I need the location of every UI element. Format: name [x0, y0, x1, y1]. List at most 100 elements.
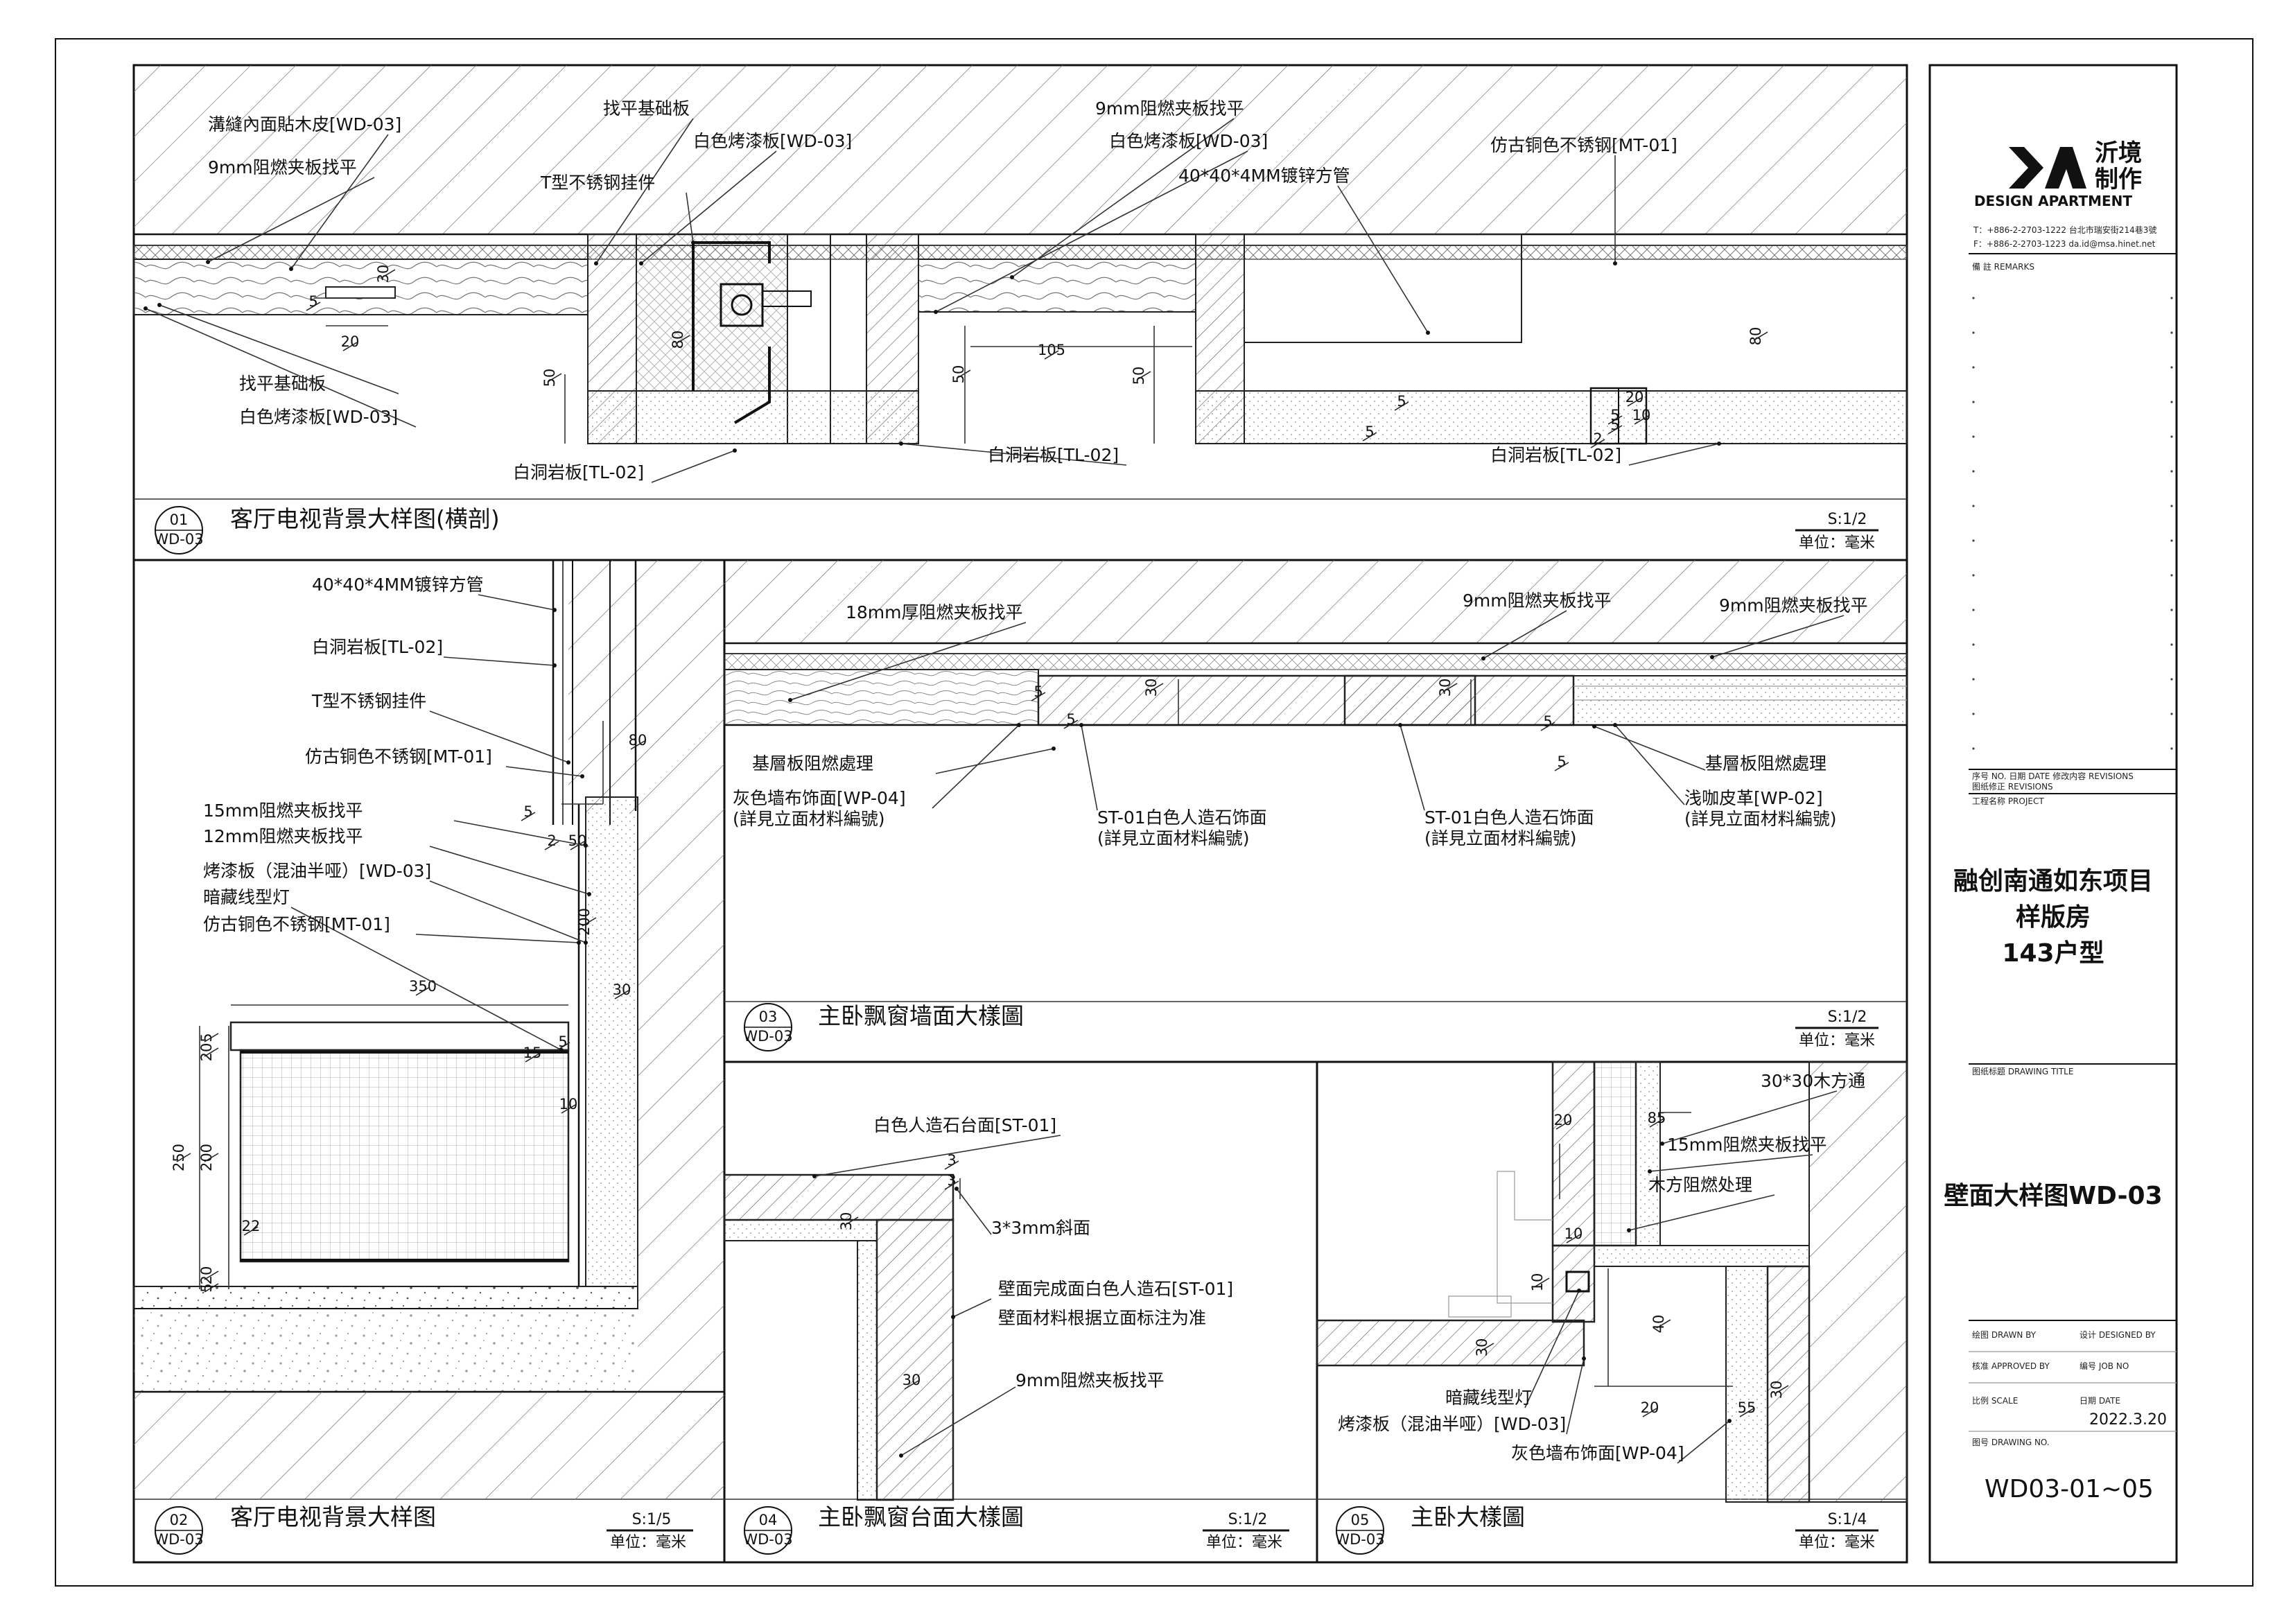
leader-line — [1711, 615, 1845, 658]
dimension-tick — [342, 342, 358, 351]
view-3-label: 浅咖皮革[WP-02] — [1684, 788, 1823, 808]
dimension-tick — [243, 1226, 259, 1236]
leader-dot — [594, 261, 598, 265]
dimension-value: 5 — [1610, 417, 1619, 433]
view-2-label: 烤漆板（混油半哑）[WD-03] — [203, 861, 431, 881]
dimension-tick — [204, 1153, 219, 1162]
leader-dot — [1017, 723, 1021, 727]
drawing-linework — [55, 38, 2253, 1587]
view-1-label: 9mm阻燃夹板找平 — [1095, 98, 1244, 119]
view-02-scale: S:1/5 — [632, 1511, 672, 1528]
view-2-label: 暗藏线型灯 — [203, 887, 290, 907]
dimension-value: 50 — [568, 832, 587, 849]
dimension-tick — [1753, 331, 1768, 341]
leader-dot — [587, 892, 591, 896]
remark-dot — [2170, 401, 2173, 403]
remark-dot — [1972, 401, 1975, 403]
drawn-by-label: 绘图 DRAWN BY — [1972, 1329, 2037, 1340]
view-3-label: (詳見立面材料編號) — [1424, 828, 1577, 848]
leader-line — [290, 134, 389, 270]
leader-line — [1649, 1154, 1813, 1172]
leader-dot — [1010, 275, 1014, 279]
leader-dot — [206, 260, 210, 264]
dimension-tick — [204, 1283, 219, 1293]
view-04-title-block: 04 WD-03 主卧飘窗台面大樣圖 S:1/2 单位：毫米 — [743, 1503, 1289, 1555]
dimension-tick — [1555, 1120, 1571, 1130]
dimension-value: 20 — [1641, 1399, 1659, 1416]
dimension-tick — [555, 1042, 570, 1051]
view-03-title: 主卧飘窗墙面大樣圖 — [818, 1002, 1024, 1029]
leader-dot — [934, 310, 938, 314]
dimension-tick — [956, 369, 971, 379]
leader-dot — [691, 241, 695, 245]
view-1-label: 40*40*4MM镀锌方管 — [1178, 166, 1350, 186]
dimension-tick — [204, 1033, 219, 1042]
view-01-title-block: 01 WD-03 客厅电视背景大样图(横剖) S:1/2 单位：毫米 — [154, 505, 1878, 555]
view-4-label: 9mm阻燃夹板找平 — [1015, 1370, 1165, 1390]
view-01-scale: S:1/2 — [1828, 511, 1867, 528]
drawing-title-label: 图纸标题 DRAWING TITLE — [1972, 1067, 2073, 1076]
leader-line — [1662, 1090, 1838, 1144]
dimension-tick — [1774, 1385, 1789, 1395]
contact-fax: F：+886-2-2703-1223 da.id@msa.hinet.net — [1973, 239, 2156, 249]
dimension-value: 5 — [523, 803, 532, 820]
leader-line — [1614, 724, 1685, 805]
leader-line — [505, 766, 583, 777]
view-1-label: 9mm阻燃夹板找平 — [208, 157, 357, 177]
dimension-tick — [1044, 350, 1059, 360]
dimension-tick — [544, 841, 559, 850]
view-05-sheet-ref: WD-03 — [1335, 1531, 1384, 1548]
dimension-tick — [1634, 415, 1649, 425]
view-05-title-block: 05 WD-03 主卧大樣圖 S:1/4 单位：毫米 — [1335, 1503, 1878, 1555]
leader-line — [1011, 118, 1235, 278]
view-5-label: 烤漆板（混油半哑）[WD-03] — [1338, 1414, 1566, 1434]
drawing-no-label: 图号 DRAWING NO. — [1972, 1438, 2050, 1447]
leader-line — [1566, 1358, 1585, 1435]
leader-dot — [1727, 1419, 1732, 1423]
leader-dot — [1717, 442, 1721, 446]
leader-line — [1628, 443, 1720, 466]
dimension-tick — [1607, 415, 1623, 425]
remark-dot — [2170, 713, 2173, 715]
dimension-tick — [204, 1047, 219, 1057]
dimension-tick — [1063, 719, 1079, 729]
remark-dot — [1972, 539, 1975, 542]
remark-dot — [1972, 297, 1975, 299]
leader-line — [429, 846, 590, 895]
remark-dot — [2170, 435, 2173, 438]
designed-by-label: 设计 DESIGNED BY — [2080, 1330, 2156, 1340]
leader-dot — [899, 1453, 903, 1458]
leader-dot — [552, 663, 557, 667]
remark-dot — [2170, 574, 2173, 577]
drawing-title: 壁面大样图WD-03 — [1944, 1182, 2162, 1210]
leader-line — [429, 710, 569, 763]
dimension-tick — [1566, 1234, 1581, 1243]
leader-dot — [552, 608, 557, 612]
dimension-tick — [1136, 371, 1151, 381]
title-block: DA 沂境 制作 DESIGN APARTMENT T：+886-2-2703-… — [1944, 139, 2177, 1503]
view-04-number: 04 — [759, 1512, 778, 1528]
leader-dot — [289, 267, 293, 271]
view-03-sheet-ref: WD-03 — [743, 1028, 792, 1045]
view-3-label: ST-01白色人造石饰面 — [1424, 807, 1594, 828]
leader-line — [651, 450, 735, 483]
leader-dot — [788, 698, 792, 702]
view-3-label: 基層板阻燃處理 — [752, 753, 873, 774]
leader-dot — [812, 1174, 817, 1178]
remark-dot — [1972, 713, 1975, 715]
job-no-label: 编号 JOB NO — [2080, 1361, 2129, 1371]
dimension-tick — [675, 335, 690, 344]
view-1-label: 溝縫內面貼木皮[WD-03] — [208, 114, 401, 134]
view-2-label: T型不锈钢挂件 — [311, 691, 426, 711]
view-4-label: 3*3mm斜面 — [991, 1218, 1090, 1238]
leader-dot — [1660, 1142, 1664, 1146]
leader-dot — [566, 760, 570, 765]
view-02-unit: 单位：毫米 — [610, 1534, 686, 1551]
dimension-value: 5 — [1034, 683, 1043, 700]
view-04-scale: S:1/2 — [1228, 1511, 1268, 1528]
scale-label: 比例 SCALE — [1972, 1396, 2018, 1406]
dimension-value: 5 — [1397, 393, 1406, 410]
dimension-tick — [614, 990, 629, 999]
